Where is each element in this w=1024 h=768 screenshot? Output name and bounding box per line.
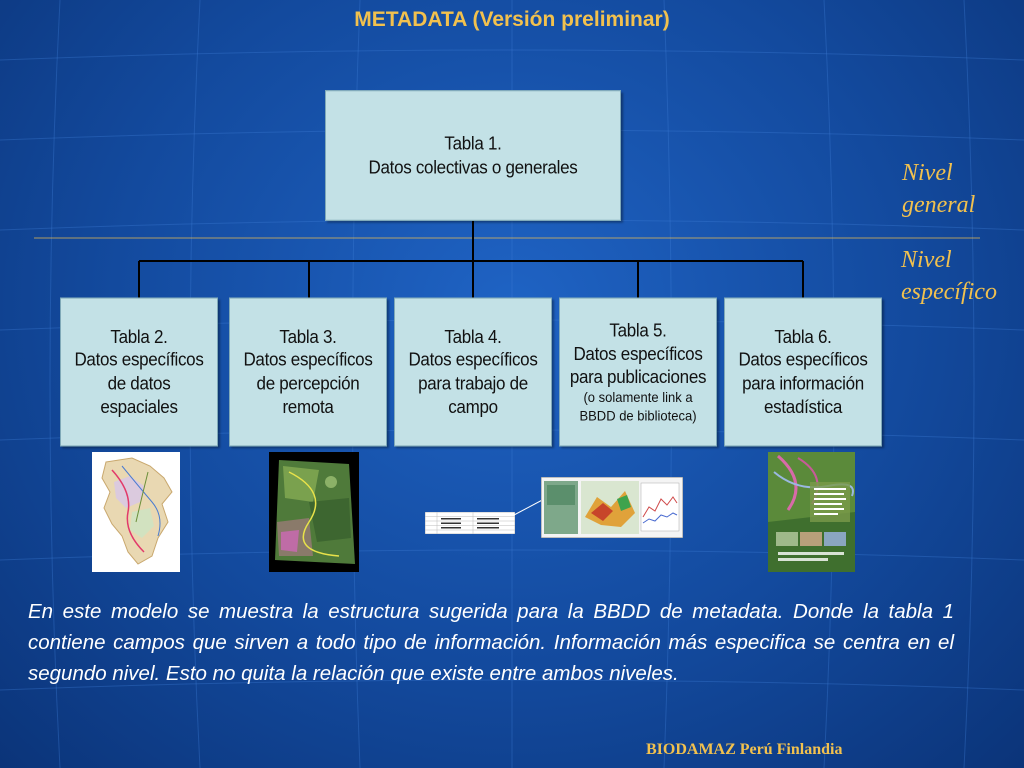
- nivel-especifico-label: Nivel específico: [901, 247, 997, 305]
- nivel-general-label: Nivel general: [902, 160, 976, 218]
- tabla-5-note: BBDD de biblioteca): [579, 407, 697, 424]
- tabla-1-line: Tabla 1.: [444, 133, 502, 154]
- tabla-4-line: Tabla 4.: [444, 326, 502, 347]
- slide-caption: En este modelo se muestra la estructura …: [28, 600, 954, 685]
- tabla-4-line: Datos específicos: [408, 349, 538, 371]
- spatial-map-image: [92, 452, 180, 572]
- tabla-6-line: estadística: [764, 396, 842, 418]
- field-software-screenshot: [541, 477, 683, 538]
- tabla-5-box: Tabla 5. Datos específicos para publicac…: [559, 297, 717, 447]
- tabla-3-box: Tabla 3. Datos específicos de percepción…: [229, 297, 387, 447]
- field-data-table-image: [425, 512, 515, 534]
- tabla-4-line: campo: [448, 396, 498, 418]
- tabla-6-line: para información: [742, 373, 864, 394]
- slide-title: METADATA (Versión preliminar): [354, 8, 670, 31]
- tabla-3-line: de percepción: [256, 373, 360, 394]
- tabla-1-line: Datos colectivas o generales: [368, 156, 578, 178]
- tabla-6-line: Datos específicos: [738, 349, 868, 371]
- tabla-3-line: remota: [282, 396, 334, 418]
- tabla-3-line: Datos específicos: [243, 349, 373, 371]
- tabla-5-line: Tabla 5.: [609, 319, 667, 341]
- publication-cover-image: [768, 452, 855, 572]
- tabla-5-line: para publicaciones: [569, 366, 707, 388]
- tabla-4-line: para trabajo de: [418, 373, 528, 394]
- tabla-6-box: Tabla 6. Datos específicos para informac…: [724, 297, 882, 447]
- tabla-1-box: Tabla 1. Datos colectivas o generales: [325, 90, 621, 221]
- tabla-4-box: Tabla 4. Datos específicos para trabajo …: [394, 297, 552, 447]
- tabla-2-line: de datos espaciales: [100, 373, 178, 418]
- tabla-5-note: (o solamente link a: [583, 389, 693, 406]
- remote-sensing-image: [269, 452, 359, 572]
- tabla-5-line: Datos específicos: [573, 343, 703, 364]
- tabla-2-line: Datos específicos: [74, 349, 204, 371]
- tabla-3-line: Tabla 3.: [279, 326, 337, 347]
- tabla-6-line: Tabla 6.: [774, 326, 832, 347]
- tabla-2-line: Tabla 2.: [110, 326, 168, 347]
- footer-credit: BIODAMAZ Perú Finlandia: [646, 741, 843, 758]
- tabla-2-box: Tabla 2. Datos específicos de datos espa…: [60, 297, 218, 447]
